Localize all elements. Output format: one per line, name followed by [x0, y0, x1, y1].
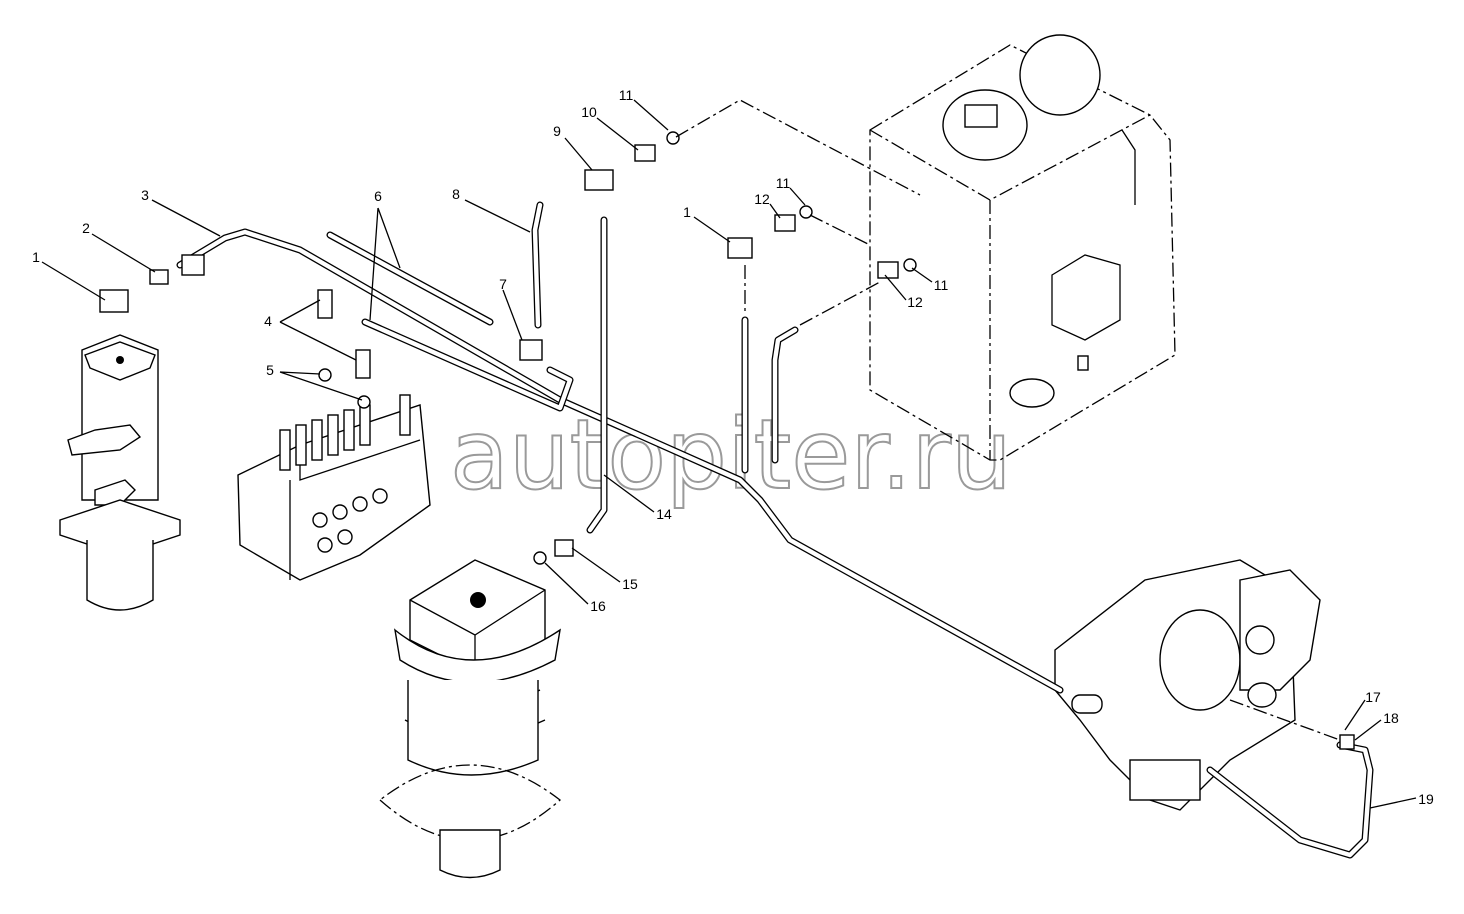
callout-11c: 11	[934, 277, 949, 293]
pipes	[176, 201, 1374, 859]
swivel-joint	[59, 289, 181, 611]
control-valve	[237, 394, 431, 581]
callout-16: 16	[590, 598, 606, 614]
callout-18: 18	[1383, 710, 1399, 726]
callout-5: 5	[266, 362, 274, 378]
swing-motor	[378, 559, 562, 879]
callout-11: 11	[619, 87, 634, 103]
callout-15: 15	[622, 576, 638, 592]
callout-7: 7	[499, 276, 507, 292]
callout-11b: 11	[776, 175, 791, 191]
callout-9: 9	[553, 123, 561, 139]
callout-14: 14	[656, 506, 672, 522]
hydraulic-tank	[869, 34, 1176, 461]
callout-17: 17	[1365, 689, 1381, 705]
callout-6: 6	[374, 188, 382, 204]
callout-19: 19	[1418, 791, 1434, 807]
callouts: 1 2 3 4 5 6 7 8 9 10 11 1 12 11 11 12 14…	[32, 87, 1434, 807]
callout-3: 3	[141, 187, 149, 203]
leader-lines	[41, 99, 1417, 809]
hydraulic-pump	[1054, 559, 1321, 811]
callout-2: 2	[82, 220, 90, 236]
fittings	[149, 131, 1355, 750]
callout-1: 1	[32, 249, 40, 265]
callout-1b: 1	[683, 204, 691, 220]
callout-4: 4	[264, 313, 272, 329]
callout-8: 8	[452, 186, 460, 202]
callout-12: 12	[754, 191, 770, 207]
callout-10: 10	[581, 104, 597, 120]
watermark: autopiter.ru	[450, 399, 1012, 511]
callout-12b: 12	[907, 294, 923, 310]
